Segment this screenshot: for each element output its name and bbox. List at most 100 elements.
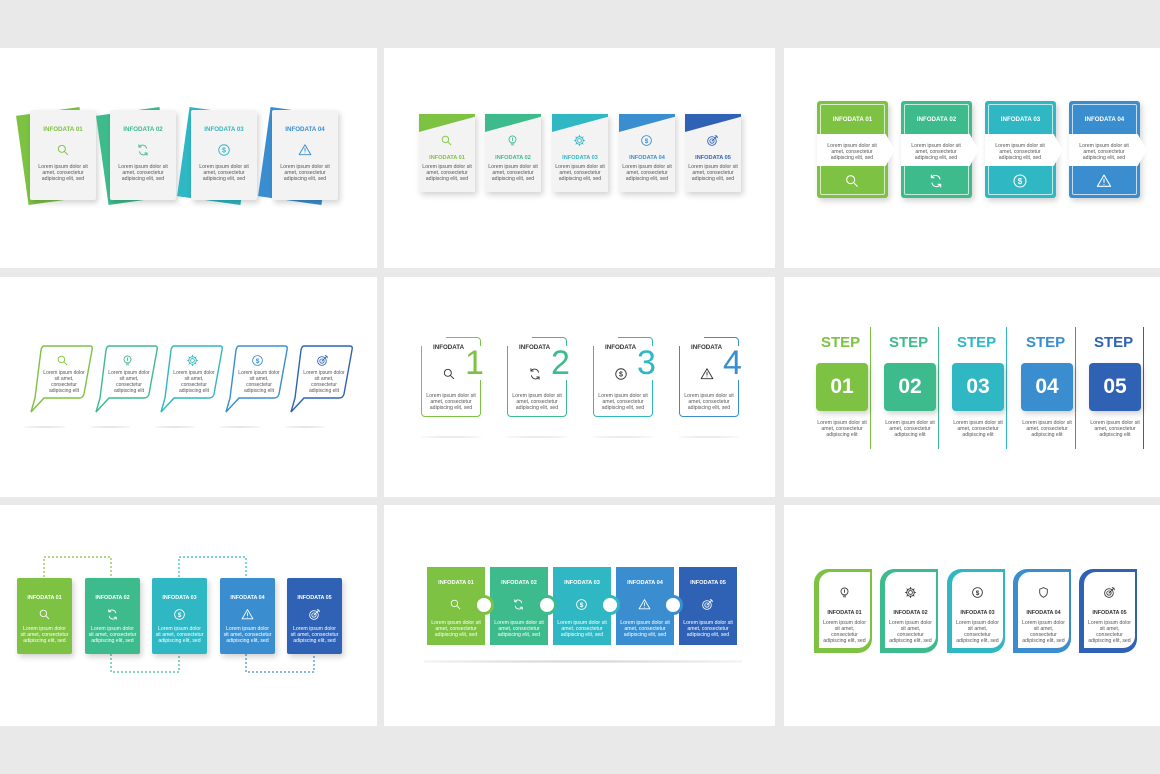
card-number: 4 [723,344,742,382]
step-label: STEP [1026,334,1066,351]
arrow-banner [817,134,895,166]
card: INFODATA 01 Lorem ipsum dolor sit amet, c… [819,572,870,648]
card: INFODATA 03$Lorem ipsum dolor sit amet, … [191,110,257,200]
step-number: 03 [966,375,990,398]
card-text: Lorem ipsum dolor sit amet, consectetur … [995,143,1045,161]
dollar-icon: $ [1012,173,1028,189]
step-divider [938,327,940,449]
bubble-text: Lorem ipsum dolor sit amet, consectetur … [108,370,150,394]
connector-ring [600,595,620,615]
target-icon [316,354,329,367]
card-title: INFODATA 01 [827,610,862,616]
card-title: INFODATA 05 [1092,610,1127,616]
card-corner [420,336,446,346]
card-corner [506,336,532,346]
warning-icon [298,143,312,157]
step-text: Lorem ipsum dolor sit amet, consectetur … [885,420,935,438]
floor-shadow [424,660,742,663]
target-icon [1103,586,1116,599]
card-number: 3 [637,344,656,382]
dollar-icon: $ [173,608,186,621]
panel-9: INFODATA 01 Lorem ipsum dolor sit amet, c… [784,505,1160,726]
bubble-outline [225,345,288,413]
card-text: Lorem ipsum dolor sit amet, consectetur … [223,626,272,644]
bubble-text: Lorem ipsum dolor sit amet, consectetur … [303,370,345,394]
bubble-text: Lorem ipsum dolor sit amet, consectetur … [173,370,215,394]
step-number: 05 [1103,375,1127,398]
search-icon [442,367,456,381]
card-title: INFODATA 01 [43,126,83,133]
card-title: INFODATA 01 [429,155,465,161]
speech-bubble: Lorem ipsum dolor sit amet, consectetur … [160,344,226,416]
svg-text:$: $ [256,358,260,365]
step-box: 03 [952,363,1004,411]
card-text: Lorem ipsum dolor sit amet, consectetur … [20,626,69,644]
svg-text:$: $ [1018,177,1023,186]
warning-icon [700,367,714,381]
card-text: Lorem ipsum dolor sit amet, consectetur … [823,620,866,644]
card-title: INFODATA 03 [204,126,244,133]
dollar-icon: $ [575,598,588,611]
card: INFODATA 03$Lorem ipsum dolor sit amet, … [152,578,207,654]
card-title: INFODATA 05 [690,580,726,586]
bubble-outline [95,345,158,413]
step-divider [1143,327,1145,449]
card: INFODATA 01 Lorem ipsum dolor sit amet, c… [30,110,96,200]
card: INFODATA 04 Lorem ipsum dolor sit amet, c… [220,578,275,654]
card-text: Lorem ipsum dolor sit amet, consectetur … [512,393,562,411]
card-text: Lorem ipsum dolor sit amet, consectetur … [426,393,476,411]
card-title: INFODATA [605,344,637,351]
gear-icon [904,586,917,599]
step-divider [1075,327,1077,449]
card-text: Lorem ipsum dolor sit amet, consectetur … [620,620,670,638]
panel-1: INFODATA 01 Lorem ipsum dolor sit amet, c… [0,48,377,268]
speech-bubble: Lorem ipsum dolor sit amet, consectetur … [30,344,96,416]
step-text: Lorem ipsum dolor sit amet, consectetur … [953,420,1003,438]
svg-text:$: $ [976,590,980,597]
card-text: Lorem ipsum dolor sit amet, consectetur … [1088,620,1131,644]
bubble-outline [160,345,223,413]
dollar-icon: $ [217,143,231,157]
card-text: Lorem ipsum dolor sit amet, consectetur … [290,626,339,644]
card-text: Lorem ipsum dolor sit amet, consectetur … [431,620,481,638]
card-text: Lorem ipsum dolor sit amet, consectetur … [1022,620,1065,644]
bulb-icon [838,586,851,599]
search-icon [440,134,453,147]
warning-icon [241,608,254,621]
card-title: INFODATA 02 [123,126,163,133]
arrow-banner [985,134,1063,166]
card-title: INFODATA 01 [438,580,474,586]
dollar-icon: $ [640,134,653,147]
card-text: Lorem ipsum dolor sit amet, consectetur … [494,620,544,638]
step-box: 05 [1089,363,1141,411]
card-shadow [679,436,739,438]
card-title: INFODATA 05 [297,595,332,601]
card-shadow [421,436,481,438]
card-title: INFODATA 02 [495,155,531,161]
step-number: 01 [830,375,854,398]
connector-ring [474,595,494,615]
card-text: Lorem ipsum dolor sit amet, consectetur … [38,164,88,182]
search-icon [844,173,860,189]
card-title: INFODATA 04 [285,126,325,133]
card-text: Lorem ipsum dolor sit amet, consectetur … [956,620,999,644]
card-tab [685,114,741,132]
connector-ring [537,595,557,615]
bubble-text: Lorem ipsum dolor sit amet, consectetur … [43,370,85,394]
card-corner [592,336,618,346]
panel-8: INFODATA 01 Lorem ipsum dolor sit amet, c… [384,505,775,726]
card-title: INFODATA 04 [230,595,265,601]
